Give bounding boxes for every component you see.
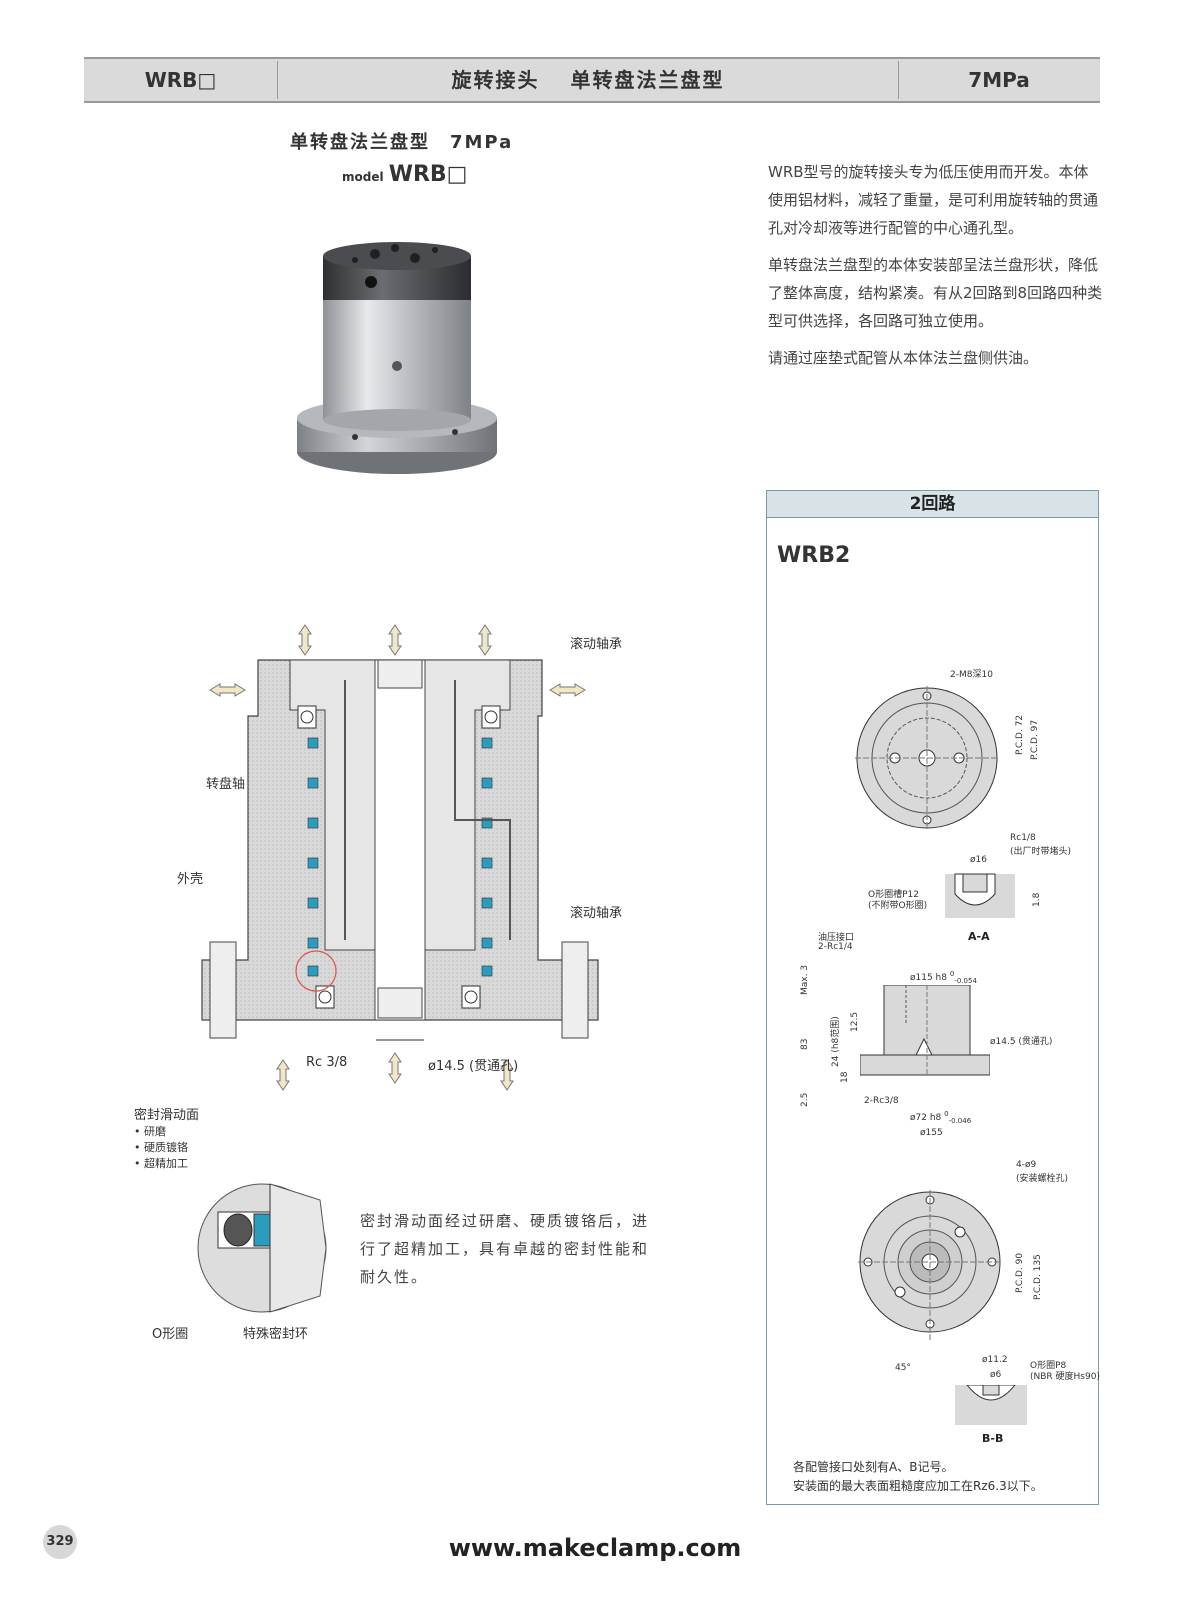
header-model: WRB□ [144, 68, 217, 92]
side-d155: ø155 [920, 1128, 943, 1138]
header-title: 旋转接头 单转盘法兰盘型 [451, 68, 725, 92]
bb-d6: ø6 [990, 1370, 1002, 1380]
seal-item: • 硬质镀铬 [134, 1141, 188, 1154]
product-photo [297, 242, 497, 474]
bb-oring: O形圈P8 [1030, 1361, 1067, 1371]
footer-url[interactable]: www.makeclamp.com [448, 1534, 742, 1562]
subtitle: 单转盘法兰盘型 7MPa [290, 132, 514, 153]
side-port: 油压接口 [818, 933, 855, 943]
spec-note-line: 安装面的最大表面粗糙度应加工在Rz6.3以下。 [793, 1479, 1043, 1493]
side-view-drawing [860, 985, 990, 1076]
label-housing: 外壳 [177, 872, 204, 887]
description: WRB型号的旋转接头专为低压使用而开发。本体使用铝材料，减轻了重量，是可利用旋转… [768, 158, 1103, 381]
spec-model: WRB2 [777, 543, 851, 568]
label-bearing-mid: 滚动轴承 [570, 906, 623, 921]
label-special-seal: 特殊密封环 [243, 1327, 309, 1342]
side-h83: 83 [800, 1038, 810, 1050]
description-paragraph: WRB型号的旋转接头专为低压使用而开发。本体使用铝材料，减轻了重量，是可利用旋转… [768, 163, 1099, 237]
label-through-hole: ø14.5 (贯通孔) [428, 1059, 519, 1074]
bottom-angle: 45° [895, 1363, 911, 1373]
side-h24: 24 (h8范围) [831, 1016, 841, 1067]
label-bearing-top: 滚动轴承 [570, 637, 623, 652]
seal-note: 密封滑动面经过研磨、硬质镀铬后，进行了超精加工，具有卓越的密封性能和耐久性。 [360, 1212, 650, 1286]
header-bar: WRB□ 旋转接头 单转盘法兰盘型 7MPa [84, 57, 1100, 103]
top-pcd1: P.C.D. 72 [1015, 714, 1025, 755]
label-rotor-shaft: 转盘轴 [206, 777, 246, 792]
aa-rc: Rc1/8 [1010, 833, 1036, 843]
aa-dia: ø16 [970, 855, 987, 865]
seal-item: • 研磨 [134, 1125, 166, 1138]
label-seal-surface: 密封滑动面 [134, 1108, 200, 1123]
top-pcd2: P.C.D. 97 [1030, 719, 1040, 760]
side-d115: ø115 h8 0-0.054 [910, 970, 977, 985]
cross-section-diagram [201, 624, 599, 1091]
side-d72: ø72 h8 0-0.046 [910, 1110, 972, 1125]
aa-oring-note: (不附带O形圈) [868, 901, 928, 911]
section-bb-drawing [955, 1385, 1027, 1425]
bb-title: B-B [982, 1432, 1004, 1445]
model-label: model WRB□ [342, 162, 467, 187]
description-paragraph: 请通过座垫式配管从本体法兰盘侧供油。 [768, 349, 1039, 367]
side-through: ø14.5 (贯通孔) [990, 1037, 1053, 1047]
header-pressure: 7MPa [968, 68, 1030, 92]
spec-box [766, 490, 1099, 1505]
header-divider [277, 61, 278, 99]
aa-depth: 1.8 [1032, 892, 1042, 907]
bottom-view-drawing [858, 1190, 1002, 1340]
bb-oring-note: (NBR 硬度Hs90) [1030, 1372, 1100, 1382]
spec-note-line: 各配管接口处刻有A、B记号。 [793, 1460, 954, 1474]
model-code: WRB□ [388, 162, 468, 187]
seal-item: • 超精加工 [134, 1157, 188, 1170]
bb-d112: ø11.2 [982, 1355, 1008, 1365]
description-paragraph: 单转盘法兰盘型的本体安装部呈法兰盘形状，降低了整体高度，结构紧凑。有从2回路到8… [768, 256, 1103, 330]
side-h125: 12.5 [850, 1011, 860, 1032]
side-h18: 18 [840, 1071, 850, 1083]
section-aa-drawing [945, 873, 1015, 918]
header-divider [898, 61, 899, 99]
motion-arrows [209, 624, 586, 1091]
page-number: 329 [43, 1525, 77, 1559]
top-tap: 2-M8深10 [950, 670, 993, 680]
model-prefix: model [342, 170, 384, 184]
bottom-bolt: 4-ø9 [1016, 1160, 1037, 1170]
side-h25: 2.5 [800, 1092, 810, 1107]
label-port-rc: Rc 3/8 [306, 1055, 348, 1070]
aa-oring: O形圈槽P12 [868, 890, 919, 900]
bottom-pcd2: P.C.D. 135 [1033, 1254, 1043, 1300]
aa-title: A-A [968, 930, 990, 943]
bottom-pcd1: P.C.D. 90 [1015, 1252, 1025, 1293]
side-port-spec: 2-Rc1/4 [818, 942, 853, 952]
spec-notes: 各配管接口处刻有A、B记号。 安装面的最大表面粗糙度应加工在Rz6.3以下。 [793, 1458, 1093, 1496]
seal-detail [197, 1183, 327, 1313]
side-rc38: 2-Rc3/8 [864, 1096, 899, 1106]
spec-header: 2回路 [767, 491, 1098, 518]
label-o-ring: O形圈 [152, 1327, 189, 1342]
top-view-drawing [855, 686, 999, 830]
side-max3: Max. 3 [800, 964, 810, 995]
aa-rc-note: (出厂时带堵头) [1010, 847, 1072, 857]
bottom-bolt-note: (安装螺栓孔) [1016, 1174, 1069, 1184]
